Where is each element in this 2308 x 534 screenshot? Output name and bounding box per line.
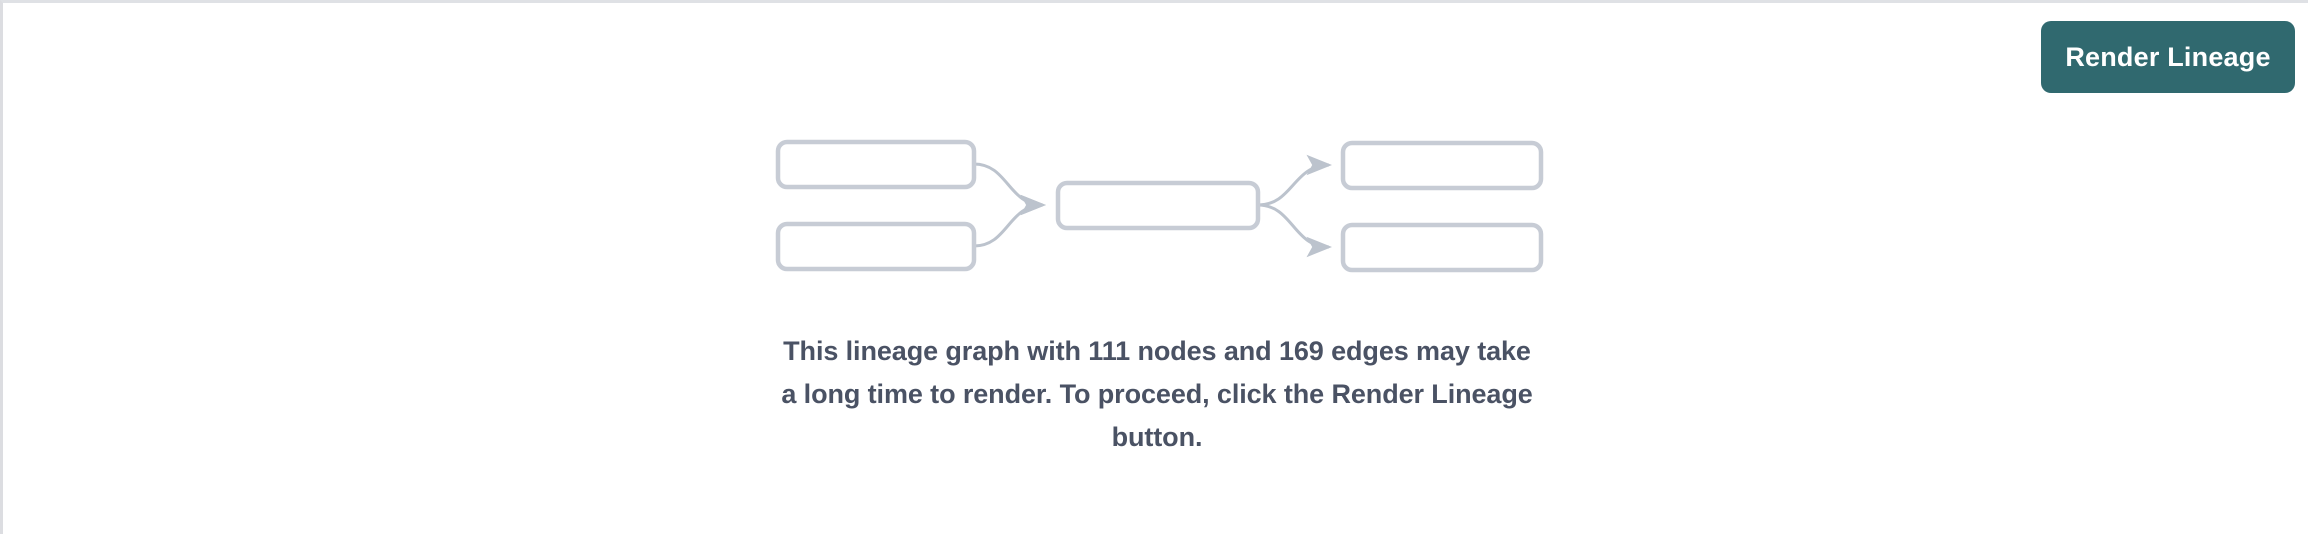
placeholder-graph bbox=[3, 3, 2308, 323]
placeholder-edge bbox=[1257, 154, 1332, 207]
placeholder-edge bbox=[1257, 203, 1332, 258]
placeholder-node bbox=[775, 139, 977, 190]
lineage-warning-message: This lineage graph with 111 nodes and 16… bbox=[781, 336, 1533, 452]
placeholder-node bbox=[1055, 180, 1261, 231]
placeholder-node bbox=[1340, 222, 1544, 273]
placeholder-node bbox=[1340, 140, 1544, 191]
placeholder-edge bbox=[973, 162, 1046, 216]
render-lineage-button[interactable]: Render Lineage bbox=[2041, 21, 2295, 93]
placeholder-node bbox=[775, 221, 977, 272]
placeholder-edge bbox=[973, 194, 1046, 248]
